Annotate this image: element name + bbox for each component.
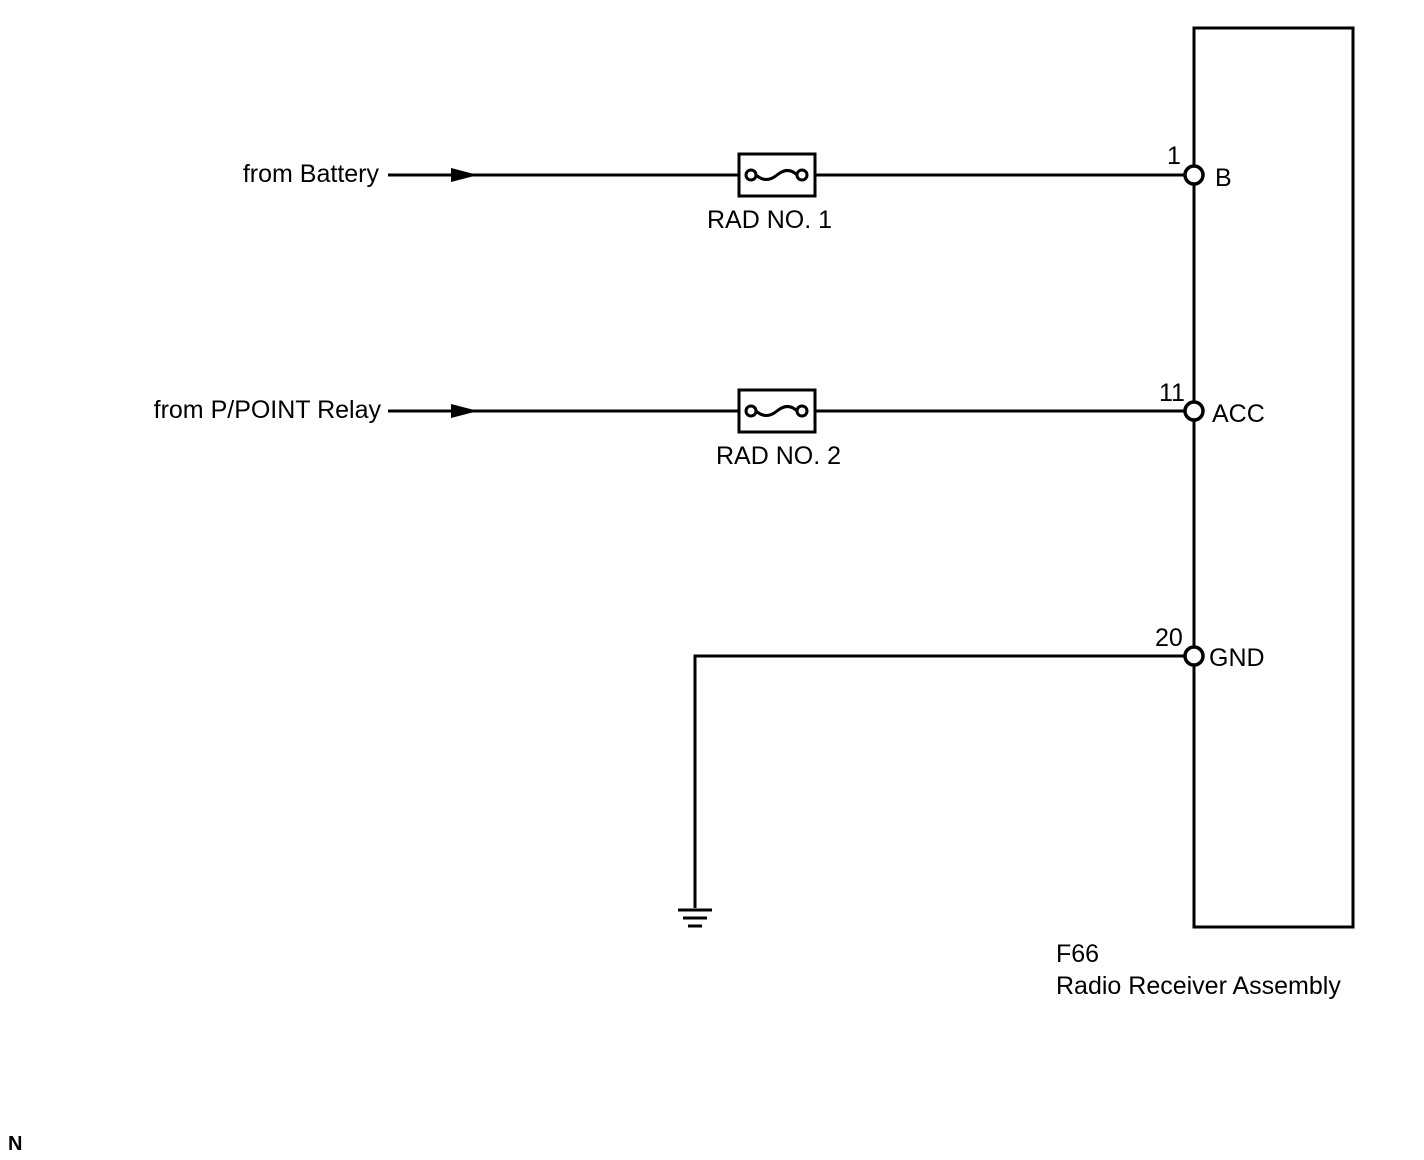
pin-20-terminal: [1183, 645, 1205, 667]
ground-wire: [693, 654, 1185, 908]
radio-receiver-box: [1192, 26, 1355, 929]
pin-11-terminal: [1183, 400, 1205, 422]
connector-id: F66: [1056, 940, 1100, 968]
pin-1-signal: B: [1215, 164, 1232, 192]
pin-20-signal: GND: [1209, 644, 1265, 672]
pin-11-number: 11: [1159, 379, 1185, 407]
pin-20-number: 20: [1155, 624, 1183, 652]
fuse-icon: [737, 388, 817, 434]
arrow-right-icon: [451, 404, 478, 418]
ppoint-relay-source-label: from P/POINT Relay: [153, 396, 381, 424]
pin-1-number: 1: [1167, 142, 1181, 170]
fuse-1-label: RAD NO. 1: [707, 206, 833, 234]
arrow-right-icon: [451, 168, 478, 182]
connector-name: Radio Receiver Assembly: [1056, 972, 1341, 1000]
fuse-2-label: RAD NO. 2: [716, 442, 842, 470]
pin-1-terminal: [1183, 164, 1205, 186]
ground-icon: [678, 908, 712, 928]
pin-11-signal: ACC: [1212, 400, 1265, 428]
fuse-icon: [737, 152, 817, 198]
battery-source-label: from Battery: [242, 160, 379, 188]
corner-mark: N: [8, 1133, 23, 1155]
